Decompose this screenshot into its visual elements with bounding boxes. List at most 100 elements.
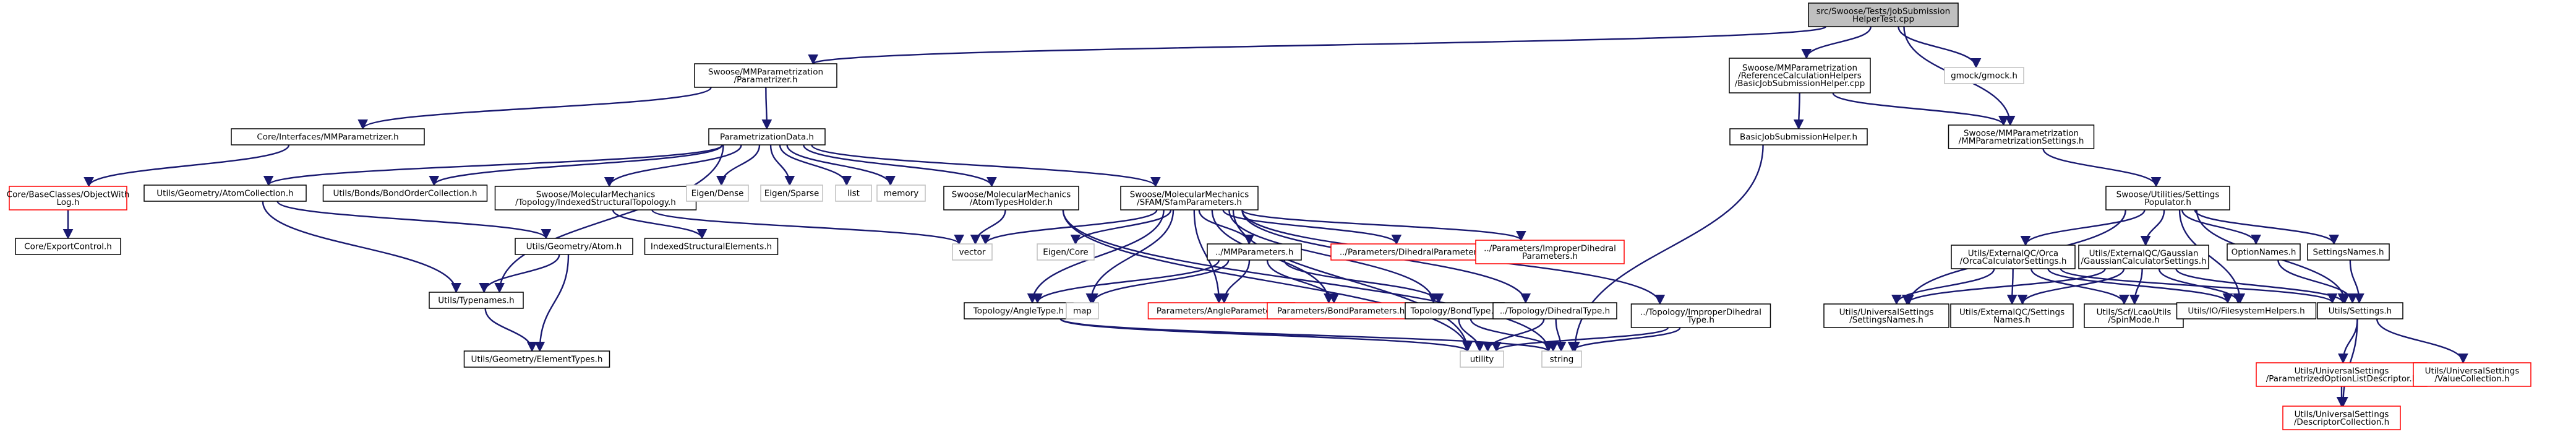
file-node-mmpset[interactable]: Swoose/MMParametrization/MMParametrizati… [1948, 124, 2095, 149]
node-label-line: Eigen/Sparse [764, 189, 819, 199]
file-node-sfam[interactable]: Swoose/MolecularMechanics/SFAM/SfamParam… [1120, 186, 1259, 210]
node-label-line: /GaussianCalculatorSettings.h [2081, 256, 2206, 266]
edge-angletype-to-string [1059, 318, 1554, 352]
file-node-descrcoll[interactable]: Utils/UniversalSettings/DescriptorCollec… [2282, 406, 2401, 430]
node-box [1823, 303, 1949, 328]
node-box [1541, 350, 1582, 368]
file-node-optionnames[interactable]: OptionNames.h [2227, 243, 2301, 261]
file-node-typenames[interactable]: Utils/Typenames.h [429, 292, 524, 309]
file-node-eigen-core: Eigen/Core [1037, 243, 1095, 261]
node-label-line: /AtomTypesHolder.h [970, 197, 1053, 207]
edge-paramdata-to-memory [786, 144, 896, 186]
file-node-refcalc[interactable]: Swoose/MMParametrization/ReferenceCalcul… [1729, 58, 1871, 93]
node-label-line: /DescriptorCollection.h [2294, 417, 2389, 427]
file-node-dihedralparams[interactable]: ../Parameters/DihedralParameters.h [1330, 243, 1499, 261]
node-box [1948, 124, 2095, 149]
file-node-paramdata[interactable]: ParametrizationData.h [708, 128, 826, 145]
node-label-line: /BasicJobSubmissionHelper.cpp [1735, 79, 1865, 89]
node-box [1405, 302, 1505, 319]
node-label-line: Parameters/AngleParameters.h [1157, 306, 1286, 316]
node-label-line: Utils/UniversalSettings [2425, 366, 2520, 376]
node-box [964, 302, 1074, 319]
edge-refcalc-to-bjsh [1793, 92, 1804, 130]
node-box [1808, 2, 1959, 27]
file-node-eigen-dense: Eigen/Dense [686, 184, 749, 202]
file-node-uus-names[interactable]: Utils/UniversalSettings/SettingsNames.h [1823, 303, 1949, 328]
node-box [1475, 240, 1625, 264]
edge-mmparams-to-angletype [1032, 259, 1220, 304]
node-label-line: string [1550, 355, 1574, 365]
file-node-core-mmp[interactable]: Core/Interfaces/MMParametrizer.h [231, 128, 425, 145]
file-node-atom-h[interactable]: Utils/Geometry/Atom.h [515, 238, 633, 255]
edge-paramdata-to-atomcoll [263, 144, 723, 186]
file-node-mmparams[interactable]: ../MMParameters.h [1207, 243, 1302, 261]
node-label-line: list [847, 189, 860, 199]
edge-paramdata-to-bondorder [429, 144, 723, 186]
node-label-line: Utils/UniversalSettings [2295, 409, 2389, 419]
file-node-atomtypes[interactable]: Swoose/MolecularMechanics/AtomTypesHolde… [943, 186, 1079, 210]
node-label-line: utility [1470, 355, 1494, 365]
file-node-fshelpers[interactable]: Utils/IO/FilesystemHelpers.h [2176, 302, 2317, 319]
edge-typenames-to-elementtypes [484, 308, 537, 352]
node-label-line: Swoose/MolecularMechanics [1130, 189, 1249, 199]
file-node-map: map [1066, 302, 1099, 319]
node-box [1492, 302, 1617, 319]
node-label-line: Swoose/Utilities/Settings [2116, 189, 2220, 199]
edge-gaussian-to-utils-settings [2175, 268, 2348, 304]
edge-root-to-refcalc [1801, 26, 1872, 59]
edge-settingspop-to-orca [2020, 209, 2146, 246]
edge-atomcoll-to-atom-h [276, 201, 552, 240]
node-label-line: ../Parameters/ImproperDihedral [1484, 243, 1616, 253]
node-box [1066, 302, 1099, 319]
edge-impropertype-to-utility [1491, 326, 1669, 352]
file-node-spinmode[interactable]: Utils/Scf/LcaoUtils/SpinMode.h [2084, 303, 2184, 328]
file-node-angletype[interactable]: Topology/AngleType.h [964, 302, 1074, 319]
file-node-settingsnames[interactable]: SettingsNames.h [2307, 243, 2390, 261]
edge-gaussian-to-fshelpers [2158, 268, 2244, 304]
file-node-root[interactable]: src/Swoose/Tests/JobSubmissionHelperTest… [1808, 2, 1959, 27]
node-box [1729, 58, 1871, 93]
node-box [1729, 128, 1868, 145]
file-node-improperparams[interactable]: ../Parameters/ImproperDihedralParameters… [1475, 240, 1625, 264]
node-label-line: vector [959, 248, 986, 258]
node-box [760, 184, 823, 202]
file-node-paramoptlist[interactable]: Utils/UniversalSettings/ParametrizedOpti… [2256, 362, 2428, 387]
node-label-line: Utils/ExternalQC/Orca [1968, 248, 2058, 258]
file-node-indexedelem[interactable]: IndexedStructuralElements.h [644, 238, 779, 255]
edge-indexedtopo-to-vector [651, 209, 964, 245]
file-node-orca[interactable]: Utils/ExternalQC/Orca/OrcaCalculatorSett… [1951, 245, 2076, 269]
file-node-dihedraltype[interactable]: ../Topology/DihedralType.h [1492, 302, 1617, 319]
node-box [694, 63, 837, 88]
node-label-line: gmock/gmock.h [1951, 71, 2018, 81]
edge-paramdata-to-indexedtopo [604, 144, 742, 188]
node-label-line: Utils/Bonds/BondOrderCollection.h [333, 189, 477, 199]
file-node-bondorder[interactable]: Utils/Bonds/BondOrderCollection.h [322, 184, 488, 202]
node-box [952, 243, 993, 261]
file-node-gmock: gmock/gmock.h [1944, 67, 2024, 84]
file-node-bjsh[interactable]: BasicJobSubmissionHelper.h [1729, 128, 1868, 145]
file-node-bondtype[interactable]: Topology/BondType.h [1405, 302, 1505, 319]
edge-sfam-to-improperparams [1241, 209, 1526, 241]
file-node-gaussian[interactable]: Utils/ExternalQC/Gaussian/GaussianCalcul… [2078, 245, 2209, 269]
file-node-extqc-names[interactable]: Utils/ExternalQC/SettingsNames.h [1950, 303, 2074, 328]
file-node-utils-settings[interactable]: Utils/Settings.h [2317, 302, 2403, 319]
file-node-indexedtopo[interactable]: Swoose/MolecularMechanics/Topology/Index… [494, 186, 697, 210]
node-box [463, 350, 610, 368]
edge-utils-settings-to-valuecoll [2376, 318, 2468, 364]
file-node-valuecoll[interactable]: Utils/UniversalSettings/ValueCollection.… [2413, 362, 2531, 387]
edge-atom-h-to-typenames [479, 254, 560, 293]
edge-optionnames-to-utils-settings [2277, 259, 2358, 304]
node-label-line: Utils/Geometry/AtomCollection.h [156, 189, 293, 199]
file-node-bondparams[interactable]: Parameters/BondParameters.h [1267, 302, 1415, 319]
node-box [1630, 303, 1771, 328]
file-node-atomcoll[interactable]: Utils/Geometry/AtomCollection.h [143, 184, 307, 202]
file-node-elementtypes[interactable]: Utils/Geometry/ElementTypes.h [463, 350, 610, 368]
file-node-mmparam-h[interactable]: Swoose/MMParametrization/Parametrizer.h [694, 63, 837, 88]
edge-atomcoll-to-typenames [262, 201, 461, 293]
node-label-line: Type.h [1687, 315, 1714, 325]
file-node-exportctl[interactable]: Core/ExportControl.h [15, 238, 121, 255]
